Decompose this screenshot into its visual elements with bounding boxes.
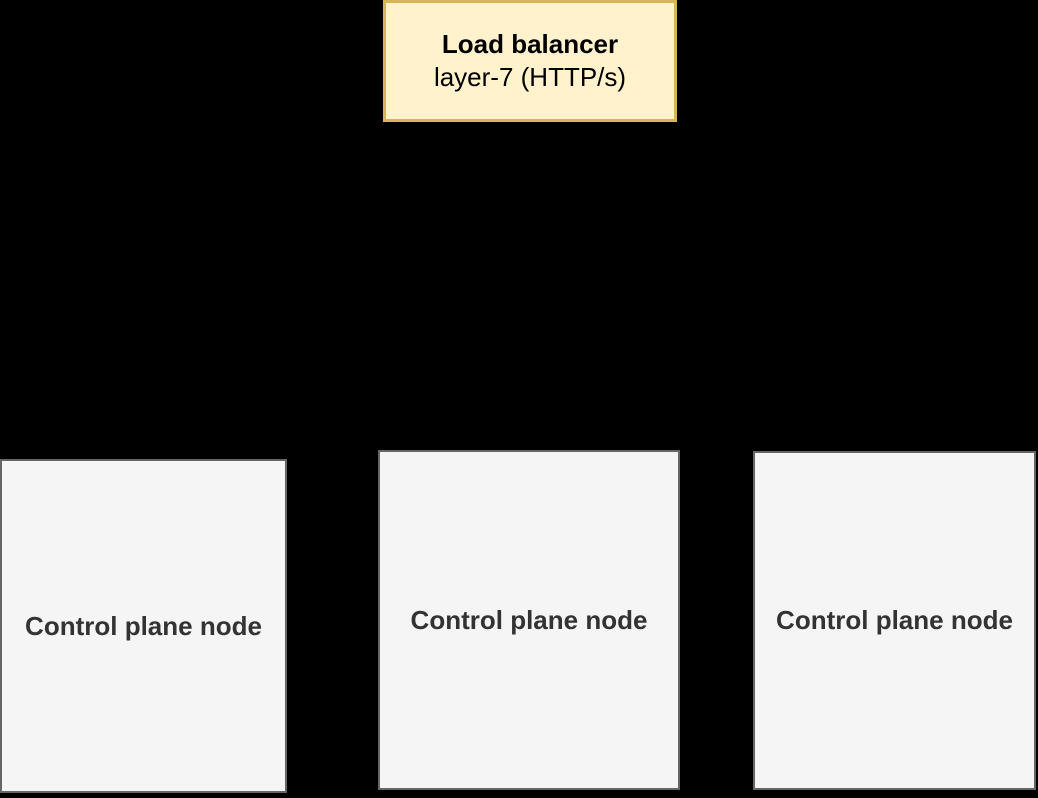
control-plane-node-box-3: Control plane node xyxy=(753,451,1036,790)
load-balancer-subtitle: layer-7 (HTTP/s) xyxy=(433,62,627,92)
control-plane-node-label: Control plane node xyxy=(25,610,262,641)
control-plane-node-box-1: Control plane node xyxy=(0,459,287,793)
control-plane-node-label: Control plane node xyxy=(410,604,648,635)
control-plane-node-box-2: Control plane node xyxy=(378,450,680,790)
load-balancer-box: Load balancer layer-7 (HTTP/s) xyxy=(383,0,677,122)
load-balancer-title: Load balancer xyxy=(441,29,619,59)
control-plane-node-label: Control plane node xyxy=(776,605,1013,635)
